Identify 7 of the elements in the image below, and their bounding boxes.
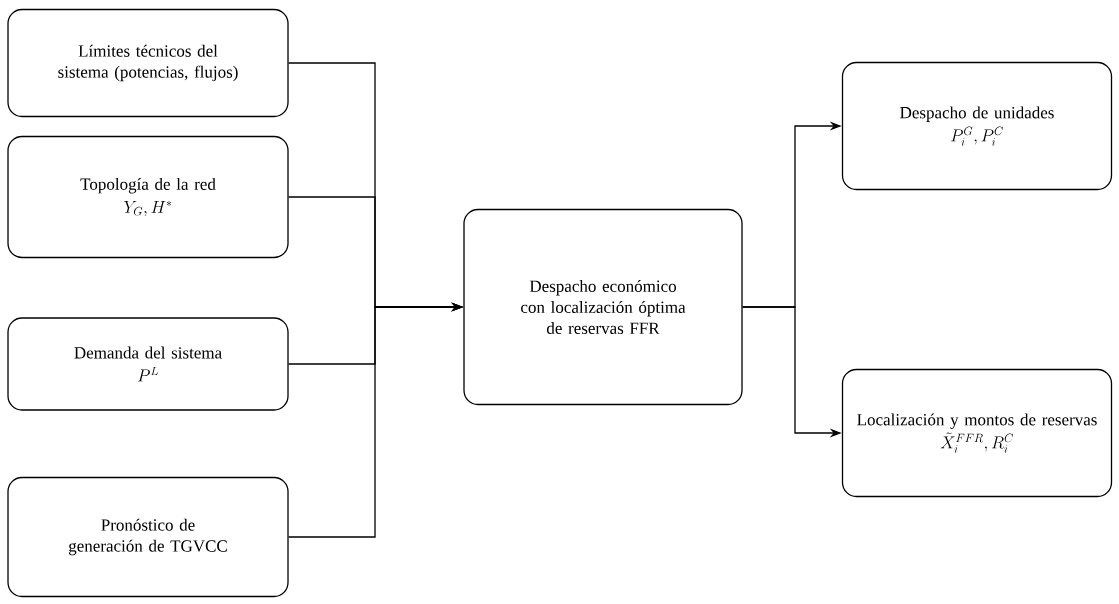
rounded-box: Localización y montos de reservas $\tilde{X}_i^{FFR}, R_i^C$: [841, 368, 1113, 498]
rounded-box: Topología de la red $Y_G, H^*$: [7, 135, 289, 259]
rounded-box: Límites técnicos del sistema (potencias, flujos): [7, 8, 289, 118]
rounded-box: Pronóstico de generación de TGVCC: [7, 476, 289, 598]
rounded-box: Despacho de unidades $P_i^G, P_i^C$: [841, 61, 1113, 191]
rounded-box: Demanda del sistema $P^L$: [7, 317, 289, 411]
rounded-box: Despacho económico con localización óptima de reservas FFR: [463, 208, 743, 406]
